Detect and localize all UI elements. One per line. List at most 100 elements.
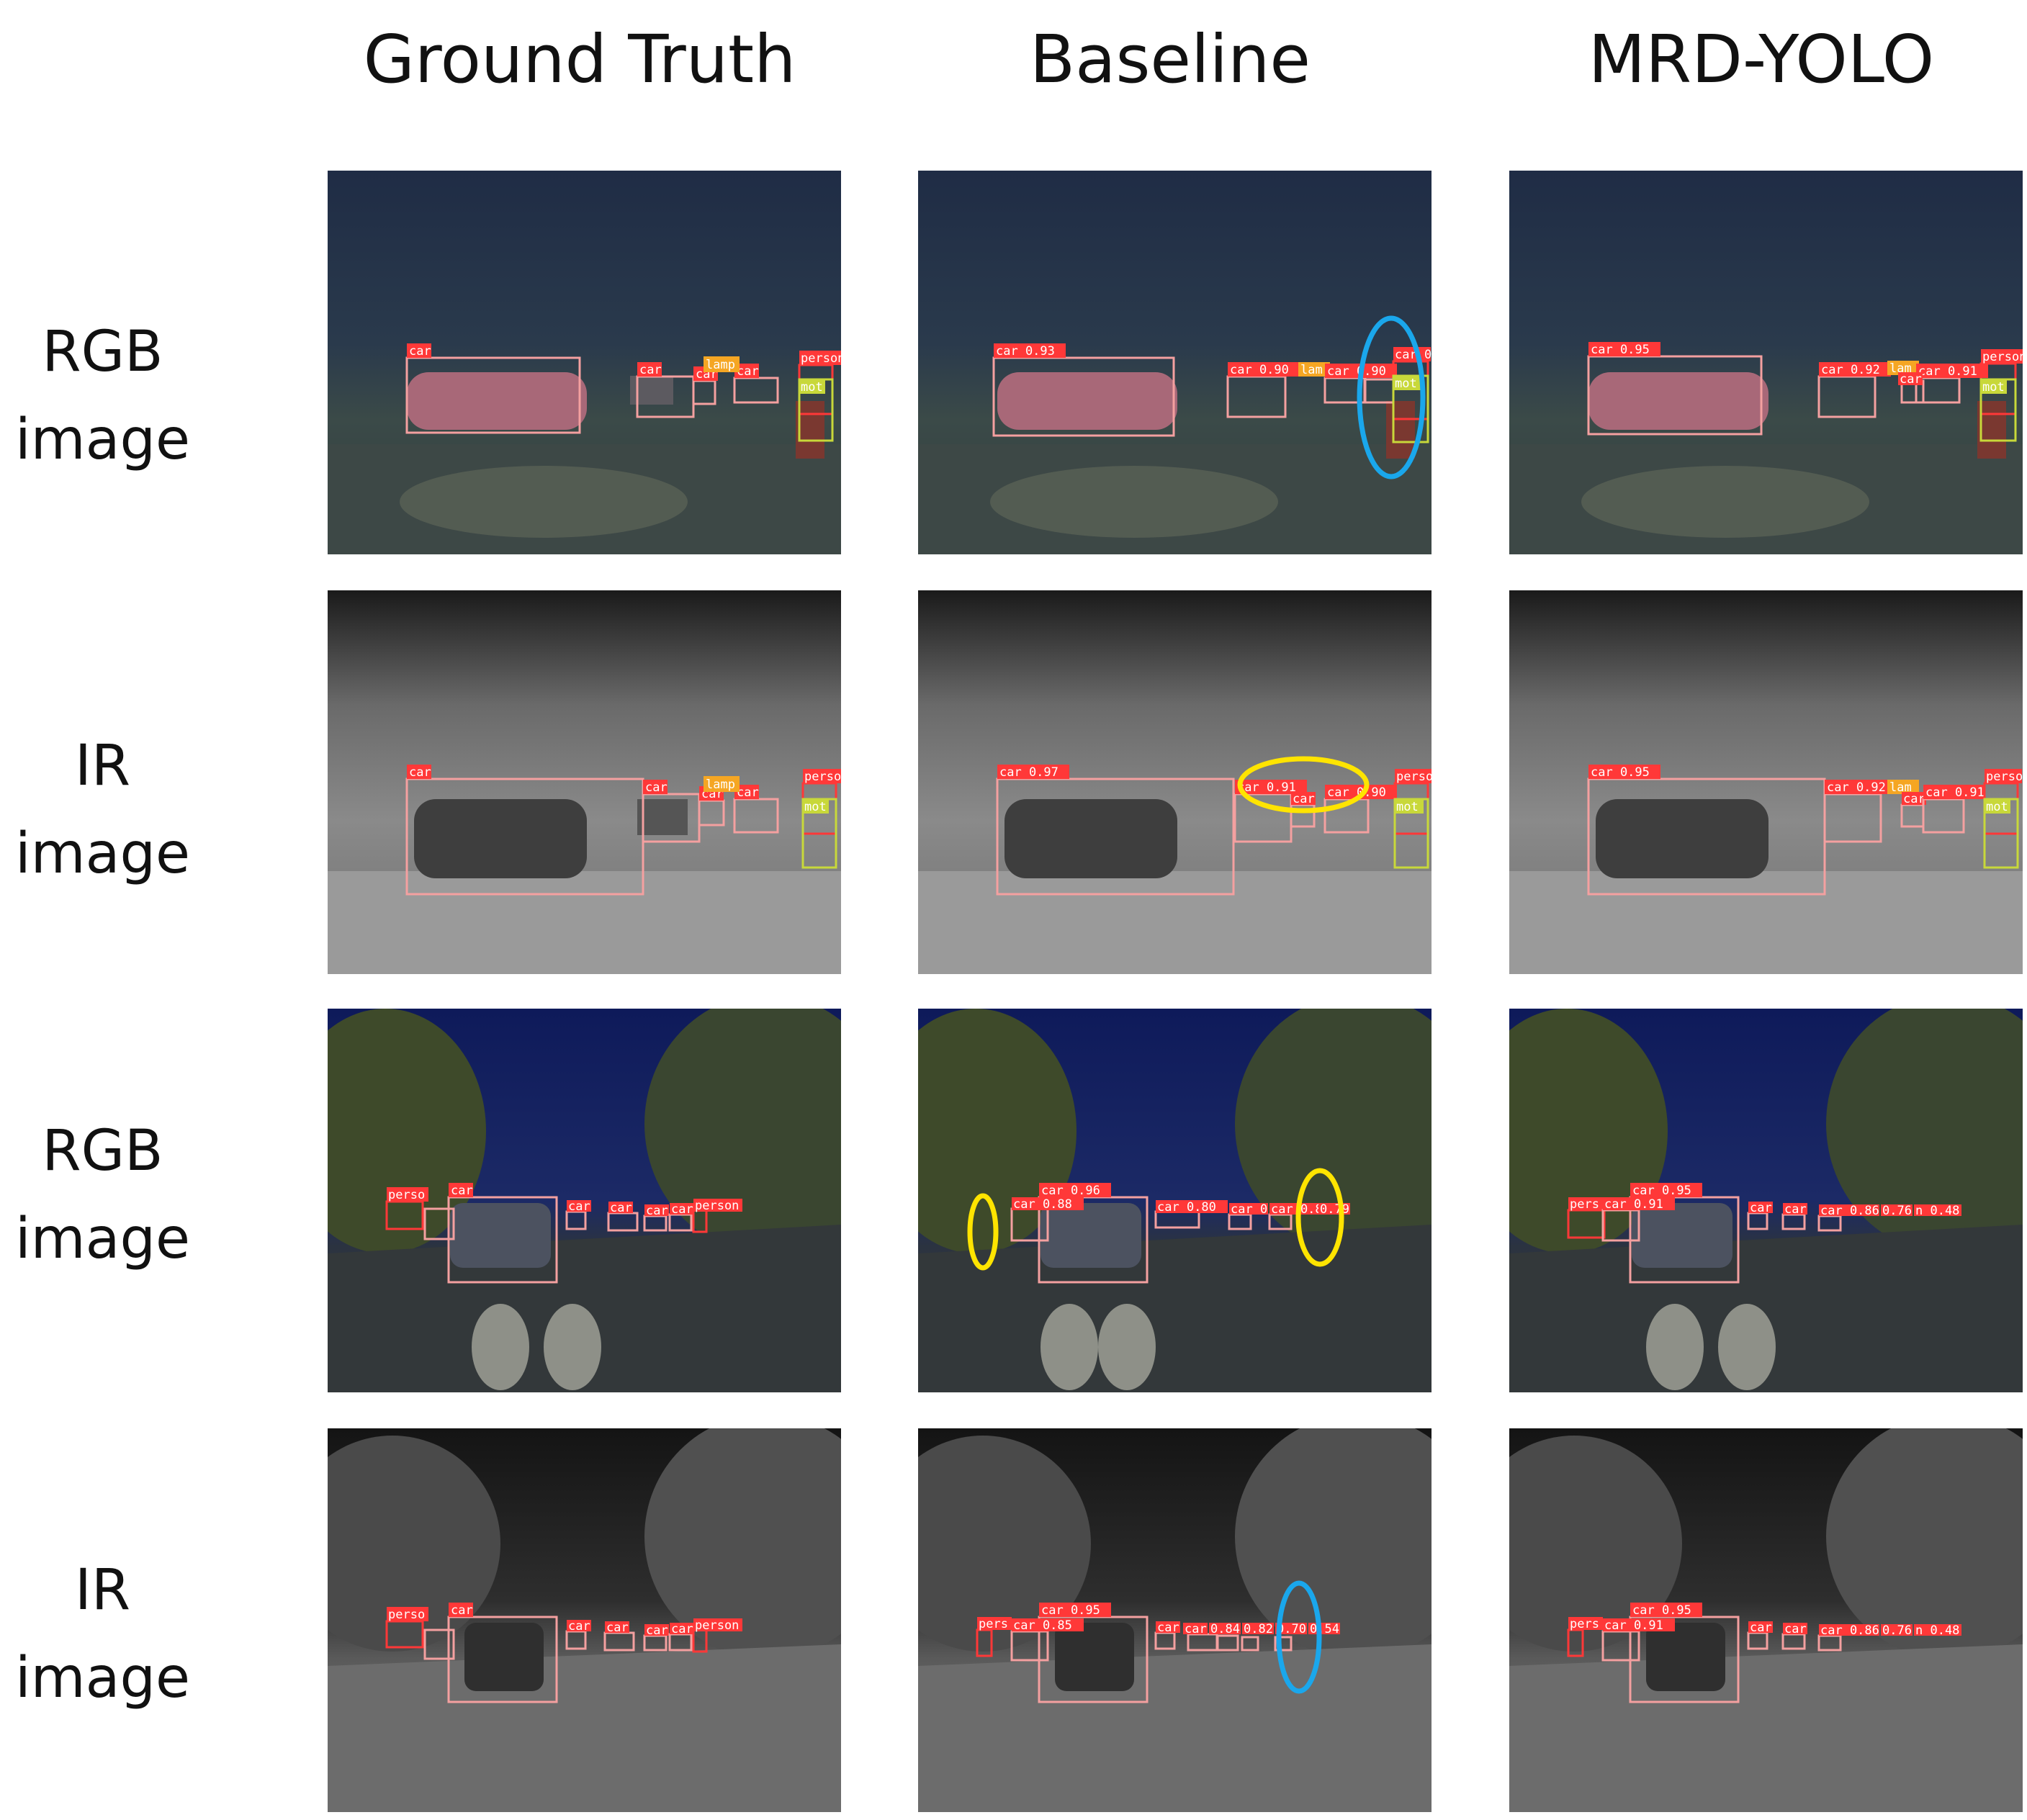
label-r2-base-1: car 0.97	[999, 765, 1059, 780]
label-r1-mrd-4: car 0.91	[1918, 364, 1977, 379]
panel-r2-mrd-yolo: car 0.95 car 0.92 lam car car 0.91 perso…	[1509, 590, 2023, 974]
column-title-ground-truth: Ground Truth	[363, 21, 796, 98]
label-r4-mrd-7: 0.76	[1882, 1623, 1912, 1638]
row-label-4: IR image	[0, 1546, 205, 1722]
label-r4-gt-4: car	[606, 1621, 629, 1635]
label-r2-gt-1: car	[409, 765, 431, 780]
panel-r1-ground-truth: car car car car lamp person mot	[328, 171, 841, 554]
box-car-mrd-ir-2: car 0.92	[1823, 780, 1897, 843]
box-motor-mrd: mot	[1979, 378, 2017, 442]
box-car-base-r3-6: 0.79	[1318, 1202, 1350, 1217]
box-car-base-r4-8: 0.54	[1308, 1622, 1340, 1636]
image-ir-intersection-baseline: car 0.97 car 0.91 car car 0.90 perso mot	[918, 590, 1432, 974]
label-r4-gt-5: car	[646, 1623, 668, 1638]
label-r1-mrd-7: mot	[1982, 380, 2005, 395]
box-car-mrd-ir-3: car	[1900, 792, 1926, 828]
box-car-base-ir-4: car 0.90	[1323, 785, 1397, 834]
label-r4-base-9: 0.54	[1310, 1622, 1339, 1636]
box-car-gt-r4-4: car	[603, 1621, 635, 1652]
label-r4-base-3: car 0.85	[1013, 1618, 1072, 1633]
box-car-gt-r3-2	[423, 1207, 455, 1240]
label-r4-base-6: 0.84	[1210, 1622, 1240, 1636]
box-car-gt-1: car	[405, 343, 581, 434]
box-motor-base-ir: mot	[1393, 798, 1429, 869]
panel-r1-baseline: car 0.93 car 0.90 lam car 0.90 car 0.91 …	[918, 171, 1432, 554]
label-r4-gt-2: perso	[388, 1608, 425, 1622]
label-r2-gt-5: lamp	[706, 778, 735, 792]
box-car-mrd-3: car 0.91	[1915, 364, 1988, 404]
label-r4-gt-6: car	[671, 1622, 693, 1636]
label-r1-base-4: car 0.90	[1327, 364, 1386, 379]
box-car-mrd-r3-5: car 0.86	[1817, 1204, 1879, 1232]
box-lamp-mrd-ir: lam	[1887, 780, 1919, 795]
label-r3-mrd-7: 0.76	[1882, 1204, 1912, 1218]
row-label-3-line1: RGB	[42, 1119, 163, 1184]
label-r2-mrd-6: perso	[1986, 770, 2023, 784]
label-r1-gt-4: car	[737, 364, 759, 379]
label-r2-gt-6: person	[804, 770, 841, 784]
image-ir-road-gt: perso car car car car car person	[328, 1428, 841, 1812]
label-r1-mrd-2: car 0.92	[1821, 363, 1880, 377]
box-car-base-r4-6: 0.82	[1241, 1622, 1274, 1652]
label-r3-gt-2: perso	[388, 1188, 425, 1202]
label-r3-gt-3: car	[568, 1199, 590, 1214]
label-r2-mrd-1: car 0.95	[1591, 765, 1650, 780]
box-car-mrd-1: car 0.95	[1587, 342, 1763, 436]
box-car-base-r4-4: car	[1183, 1622, 1218, 1652]
panel-r4-ground-truth: perso car car car car car person	[328, 1428, 841, 1812]
box-car-gt-4: car	[733, 364, 779, 404]
image-rgb-intersection-baseline: car 0.93 car 0.90 lam car 0.90 car 0.91 …	[918, 171, 1432, 554]
label-r3-mrd-3: car 0.91	[1604, 1197, 1663, 1212]
label-r4-gt-3: car	[568, 1619, 590, 1634]
box-car-base-r4-7: 0.70	[1274, 1622, 1307, 1652]
label-r1-mrd-5: car	[1900, 372, 1922, 387]
label-r4-mrd-3: car 0.91	[1604, 1618, 1663, 1633]
box-car-gt-r4-5: car	[643, 1623, 669, 1652]
box-car-gt-r3-6: car	[668, 1202, 694, 1232]
label-r3-base-6: 0.79	[1320, 1202, 1349, 1217]
label-r1-base-1: car 0.93	[996, 344, 1055, 359]
label-r1-gt-7: mot	[801, 380, 823, 395]
box-car-gt-r4-6: car	[668, 1622, 694, 1652]
box-car-mrd-r3-6: 0.76	[1881, 1204, 1913, 1218]
label-r4-mrd-6: car 0.86	[1820, 1623, 1879, 1638]
label-r3-base-2: car 0.88	[1013, 1197, 1072, 1212]
box-car-base-r4-5: 0.84	[1209, 1622, 1241, 1652]
row-label-3-line2: image	[15, 1207, 190, 1271]
label-r3-gt-7: person	[695, 1199, 739, 1213]
box-car-gt-r4-2	[423, 1628, 455, 1660]
label-r3-base-4: car 0	[1231, 1202, 1267, 1217]
row-label-1-line1: RGB	[42, 320, 163, 384]
label-r4-mrd-1: car 0.95	[1632, 1603, 1691, 1618]
image-rgb-road-gt: perso car car car car car person	[328, 1009, 841, 1392]
box-car-gt-ir-4: car	[733, 785, 779, 834]
label-r3-base-1: car 0.96	[1041, 1184, 1100, 1198]
box-car-base-r4-2: car 0.85	[1010, 1618, 1084, 1662]
label-r3-base-3: car 0.80	[1157, 1200, 1216, 1215]
label-r2-gt-4: car	[737, 785, 759, 800]
highlight-ellipse-yellow-r3-right	[1295, 1168, 1344, 1267]
panel-r2-baseline: car 0.97 car 0.91 car car 0.90 perso mot	[918, 590, 1432, 974]
box-person-base-ir: perso	[1393, 769, 1432, 835]
image-ir-intersection-mrd: car 0.95 car 0.92 lam car car 0.91 perso…	[1509, 590, 2023, 974]
label-r3-mrd-5: car	[1784, 1202, 1807, 1217]
highlight-ellipse-yellow-r3-left	[967, 1193, 999, 1271]
label-r4-base-4: car	[1157, 1621, 1179, 1635]
label-r3-gt-6: car	[671, 1202, 693, 1217]
label-r1-mrd-1: car 0.95	[1591, 343, 1650, 357]
label-r4-mrd-4: car	[1750, 1621, 1772, 1635]
label-r1-gt-2: car	[639, 363, 662, 377]
image-ir-road-mrd: car 0.95 pers car 0.91 car car car 0.86 …	[1509, 1428, 2023, 1812]
box-person-mrd-r3: pers	[1567, 1197, 1606, 1239]
box-car-mrd-4: car	[1898, 372, 1925, 404]
box-person-mrd-r4: pers	[1567, 1617, 1603, 1657]
highlight-ellipse-blue-r4	[1276, 1580, 1322, 1694]
panel-r3-ground-truth: perso car car car car car person	[328, 1009, 841, 1392]
label-r1-base-2: car 0.90	[1230, 363, 1289, 377]
box-car-gt-r3-3: car	[565, 1199, 591, 1230]
box-car-gt-2: car	[636, 362, 695, 418]
box-car-base-r3-1: car 0.96	[1038, 1183, 1149, 1284]
label-r2-mrd-5: car 0.91	[1925, 785, 1985, 800]
panel-r4-mrd-yolo: car 0.95 pers car 0.91 car car car 0.86 …	[1509, 1428, 2023, 1812]
panel-r4-baseline: car 0.95 pers car 0.85 car car 0.84 0.82…	[918, 1428, 1432, 1812]
